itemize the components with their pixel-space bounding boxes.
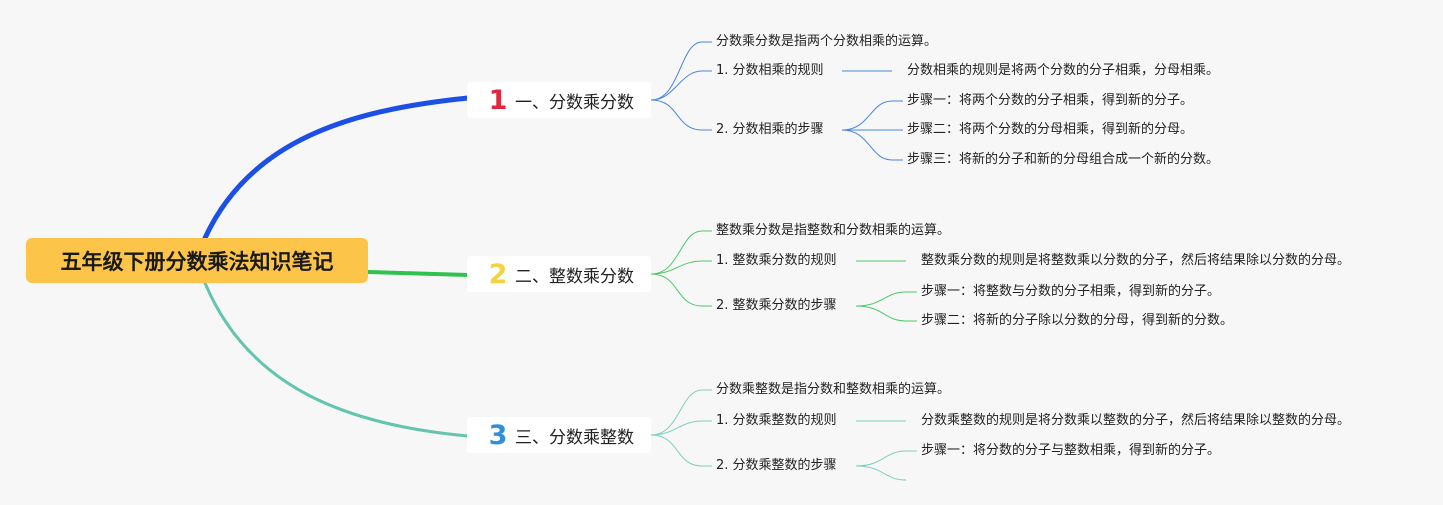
link-b2-step1 bbox=[855, 291, 917, 307]
b1-steps-title[interactable]: 2. 分数相乘的步骤 bbox=[716, 122, 824, 137]
b2-rule-text[interactable]: 整数乘分数的规则是将整数乘以分数的分子，然后将结果除以分数的分母。 bbox=[921, 253, 1351, 268]
b3-rule-text[interactable]: 分数乘整数的规则是将分数乘以整数的分子，然后将结果除以整数的分母。 bbox=[921, 413, 1351, 428]
link-b1-step3 bbox=[841, 129, 903, 161]
branch-label-3: 三、分数乘整数 bbox=[515, 427, 634, 448]
b2-step-2[interactable]: 步骤二：将新的分子除以分数的分母，得到新的分数。 bbox=[921, 313, 1234, 328]
b1-step-2[interactable]: 步骤二：将两个分数的分母相乘，得到新的分母。 bbox=[907, 122, 1194, 137]
b3-definition[interactable]: 分数乘整数是指分数和整数相乘的运算。 bbox=[716, 382, 951, 397]
b1-step-1[interactable]: 步骤一：将两个分数的分子相乘，得到新的分子。 bbox=[907, 93, 1194, 108]
b3-rule-title[interactable]: 1. 分数乘整数的规则 bbox=[716, 413, 837, 428]
b3-step-1[interactable]: 步骤一：将分数的分子与整数相乘，得到新的分子。 bbox=[921, 443, 1221, 458]
link-b2-step2 bbox=[855, 305, 917, 322]
link-b3-step1 bbox=[855, 450, 917, 467]
link-root-branch2 bbox=[366, 270, 470, 277]
branch-number-1: 1 bbox=[488, 84, 508, 116]
branch-topic-2[interactable]: 2 二、整数乘分数 bbox=[467, 256, 651, 292]
b1-rule-title[interactable]: 1. 分数相乘的规则 bbox=[716, 63, 824, 78]
branch-label-1: 一、分数乘分数 bbox=[515, 92, 634, 113]
b1-step-3[interactable]: 步骤三：将新的分子和新的分母组合成一个新的分数。 bbox=[907, 152, 1220, 167]
link-b2-rule bbox=[650, 260, 712, 275]
branch-topic-3[interactable]: 3 三、分数乘整数 bbox=[467, 417, 651, 453]
root-title: 五年级下册分数乘法知识笔记 bbox=[60, 249, 334, 274]
link-b2-steps bbox=[650, 273, 712, 307]
b2-step-1[interactable]: 步骤一：将整数与分数的分子相乘，得到新的分子。 bbox=[921, 284, 1221, 299]
link-b1-rule bbox=[650, 70, 712, 101]
b1-definition[interactable]: 分数乘分数是指两个分数相乘的运算。 bbox=[716, 34, 938, 49]
link-b3-rule bbox=[650, 420, 712, 436]
link-b3-steps bbox=[650, 434, 712, 467]
link-b1-definition bbox=[650, 41, 712, 101]
branch-number-2: 2 bbox=[488, 258, 508, 290]
branch-topic-1[interactable]: 1 一、分数乘分数 bbox=[467, 82, 651, 118]
root-topic[interactable]: 五年级下册分数乘法知识笔记 bbox=[26, 238, 368, 283]
link-b1-step1 bbox=[841, 100, 903, 131]
link-b3-definition bbox=[650, 389, 712, 436]
link-b2-definition bbox=[650, 230, 712, 275]
branch-label-2: 二、整数乘分数 bbox=[515, 266, 634, 287]
b2-steps-title[interactable]: 2. 整数乘分数的步骤 bbox=[716, 298, 837, 313]
link-root-branch3 bbox=[203, 281, 470, 438]
b3-steps-title[interactable]: 2. 分数乘整数的步骤 bbox=[716, 458, 837, 473]
b2-rule-title[interactable]: 1. 整数乘分数的规则 bbox=[716, 253, 837, 268]
link-b3-step-empty bbox=[855, 465, 907, 481]
link-b1-steps bbox=[650, 99, 712, 131]
branch-number-3: 3 bbox=[488, 419, 508, 451]
b1-rule-text[interactable]: 分数相乘的规则是将两个分数的分子相乘，分母相乘。 bbox=[907, 63, 1220, 78]
link-root-branch1 bbox=[202, 95, 471, 241]
b2-definition[interactable]: 整数乘分数是指整数和分数相乘的运算。 bbox=[716, 223, 951, 238]
